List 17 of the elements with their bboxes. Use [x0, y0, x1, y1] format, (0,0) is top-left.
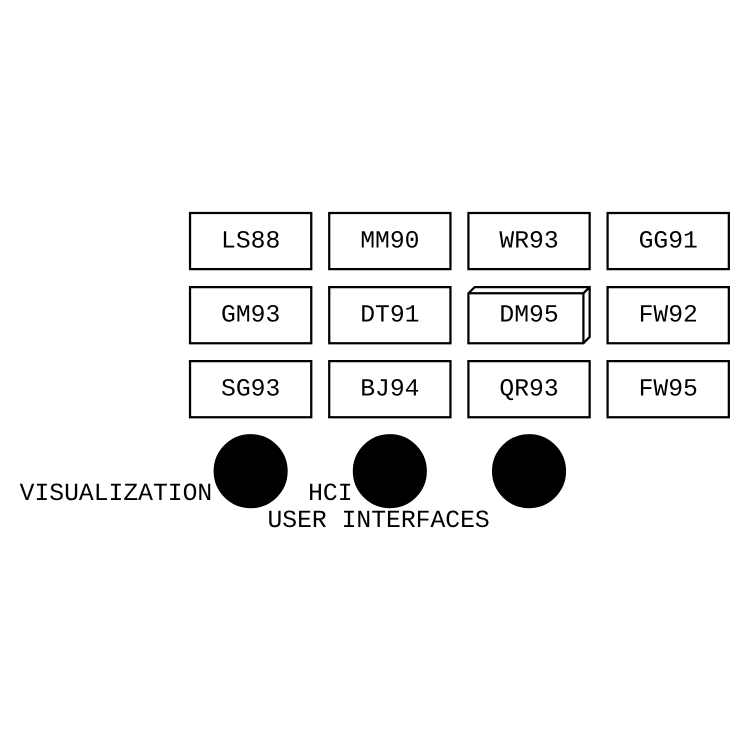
node-circle	[214, 434, 288, 508]
node-box: BJ94	[328, 360, 452, 418]
node-box: FW92	[606, 286, 730, 344]
node-box: SG93	[188, 360, 312, 418]
node-box: MM90	[328, 212, 452, 270]
node-box: QR93	[467, 360, 591, 418]
node-circle	[352, 434, 427, 508]
node-box: FW95	[606, 360, 730, 418]
node-label: HCI	[308, 480, 353, 508]
node-label: USER INTERFACES	[267, 506, 490, 535]
node-label: VISUALIZATION	[20, 480, 212, 508]
node-box: WR93	[467, 212, 591, 270]
node-box: LS88	[188, 212, 312, 270]
node-box: DT91	[328, 286, 452, 344]
node-circle	[492, 434, 566, 508]
node-box: GM93	[188, 286, 312, 344]
node-box: GG91	[606, 212, 730, 270]
